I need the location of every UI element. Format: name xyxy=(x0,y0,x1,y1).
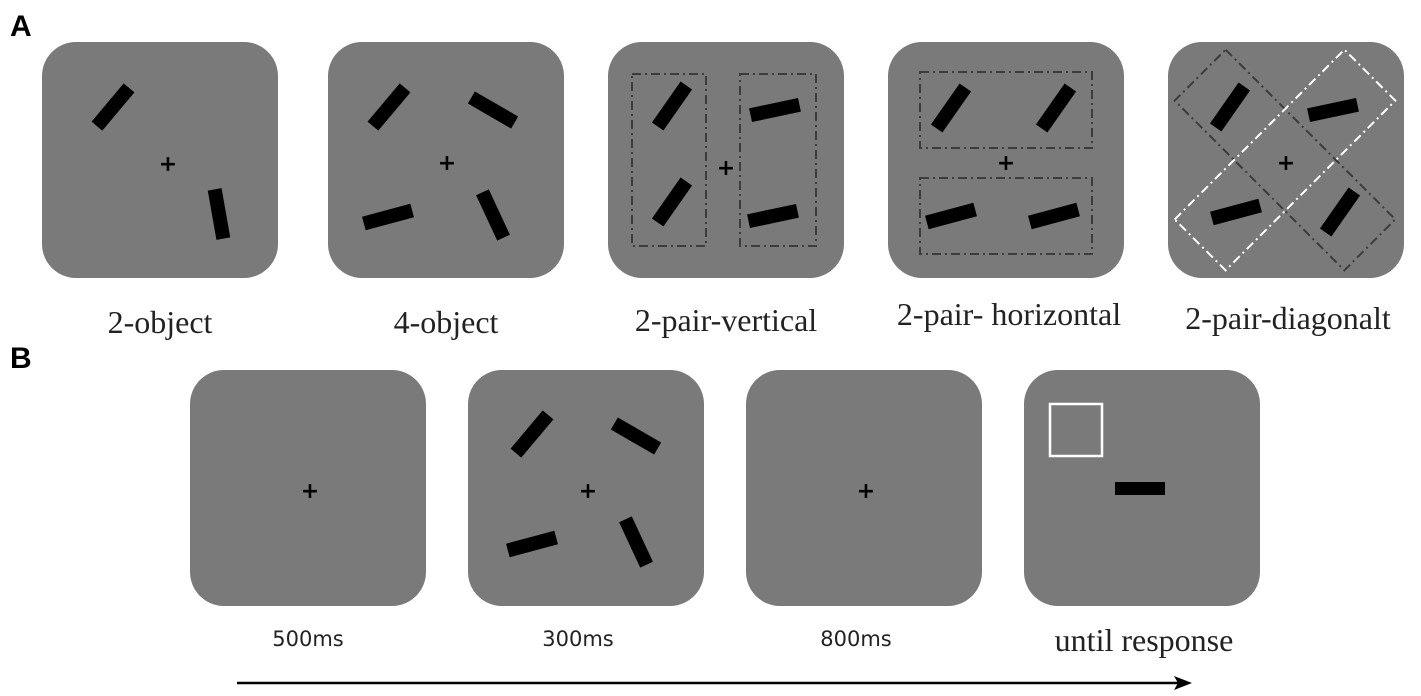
bar xyxy=(925,202,977,230)
sequence-fixation-graphic: + xyxy=(301,479,319,504)
group-outline xyxy=(1173,48,1397,272)
bar xyxy=(367,83,411,131)
group-outline xyxy=(1173,48,1397,272)
fixation-cross: + xyxy=(301,479,319,504)
bar xyxy=(749,97,801,123)
stimulus-2-pair-diagonal-graphic: + xyxy=(1173,48,1397,272)
bar xyxy=(1028,202,1080,230)
bar xyxy=(1307,97,1359,123)
panel-b-label: B xyxy=(10,342,32,375)
fixation-cross: + xyxy=(1277,151,1295,176)
fixation-cross: + xyxy=(857,479,875,504)
sequence-fixation-screen: + xyxy=(190,370,426,606)
fixation-cross: + xyxy=(438,151,456,176)
time-arrow-head xyxy=(1174,676,1192,690)
bar xyxy=(619,516,653,568)
sequence-probe-graphic xyxy=(1048,402,1165,495)
fixation-cross: + xyxy=(717,156,735,181)
bar xyxy=(510,410,554,458)
bar xyxy=(362,203,414,231)
caption-2-pair-diagonal: 2-pair-diagonalt xyxy=(1185,300,1391,336)
caption-until-response: until response xyxy=(1054,622,1234,658)
bar xyxy=(207,188,231,240)
fixation-cross: + xyxy=(159,152,177,177)
bar xyxy=(506,530,558,558)
bar xyxy=(1035,83,1077,133)
stimulus-2-pair-vertical-graphic: + xyxy=(631,73,817,247)
stimulus-2-pair-diagonal: + xyxy=(1168,42,1404,278)
bar xyxy=(467,91,519,129)
fixation-cross: + xyxy=(579,479,597,504)
probe-bar xyxy=(1115,482,1165,495)
bar xyxy=(1319,187,1361,237)
sequence-memory-array-screen: + xyxy=(468,370,704,606)
caption-4-object: 4-object xyxy=(393,304,499,340)
group-outline xyxy=(739,73,817,247)
group-outline xyxy=(919,177,1093,255)
bar xyxy=(91,83,135,131)
sequence-memory-array-graphic: + xyxy=(506,410,662,568)
stimulus-2-pair-vertical: + xyxy=(608,42,844,278)
bar xyxy=(1209,82,1251,132)
group-outline xyxy=(631,73,707,247)
caption-2-object: 2-object xyxy=(107,304,213,340)
caption-800ms: 800ms xyxy=(820,627,892,651)
sequence-probe-screen xyxy=(1024,370,1260,606)
probe-location-box xyxy=(1048,402,1104,458)
bar xyxy=(651,81,693,131)
stimulus-4-object: + xyxy=(328,42,564,278)
stimulus-2-pair-horizontal: + xyxy=(888,42,1124,278)
stimulus-2-pair-horizontal-graphic: + xyxy=(919,71,1093,255)
group-outline xyxy=(919,71,1093,149)
caption-300ms: 300ms xyxy=(542,627,614,651)
caption-2-pair-vertical: 2-pair-vertical xyxy=(634,302,818,338)
bar xyxy=(747,203,799,229)
caption-500ms: 500ms xyxy=(272,627,344,651)
bar xyxy=(476,189,510,241)
bar xyxy=(930,83,972,133)
stimulus-2-object: + xyxy=(42,42,278,278)
bar xyxy=(610,417,662,455)
bar xyxy=(651,177,693,227)
stimulus-4-object-graphic: + xyxy=(362,83,519,241)
sequence-retention-screen: + xyxy=(746,370,982,606)
stimulus-2-object-graphic: + xyxy=(91,83,231,240)
sequence-retention-graphic: + xyxy=(857,479,875,504)
fixation-cross: + xyxy=(997,151,1015,176)
panel-a-label: A xyxy=(10,10,32,43)
caption-2-pair-horizontal: 2-pair- horizontal xyxy=(896,296,1122,332)
bar xyxy=(1210,198,1262,226)
